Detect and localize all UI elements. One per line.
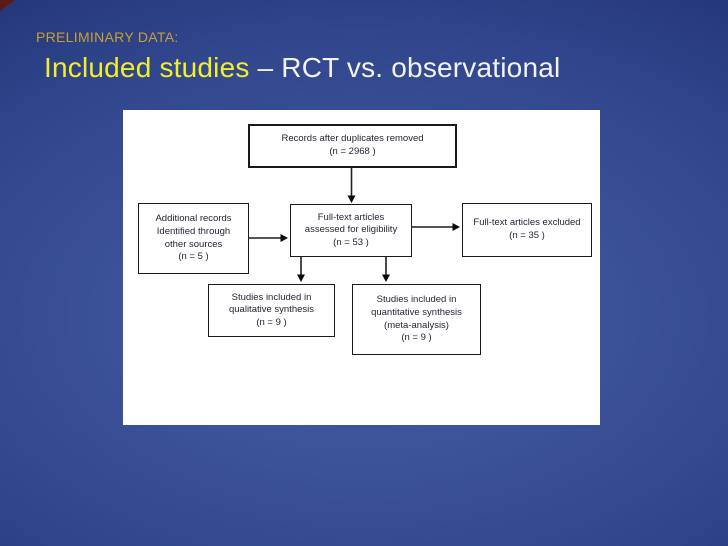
flow-box-text: Records after duplicates removed	[281, 133, 424, 145]
flow-box-qualitative-synthesis: Studies included in qualitative synthesi…	[208, 284, 335, 337]
flow-box-count: (n = 53 )	[333, 236, 369, 248]
flow-box-records-after-duplicates: Records after duplicates removed (n = 29…	[248, 124, 457, 168]
flow-box-text: (meta-analysis)	[384, 319, 449, 331]
flow-box-additional-records: Additional records Identified through ot…	[138, 203, 249, 274]
flow-box-text: Full-text articles excluded	[473, 217, 581, 229]
slide-corner-accent	[0, 0, 15, 11]
flow-box-count: (n = 9 )	[401, 332, 432, 344]
flow-box-count: (n = 5 )	[178, 251, 209, 263]
flow-box-text: Studies included in	[231, 291, 312, 303]
flow-box-count: (n = 2968 )	[329, 146, 376, 157]
flow-box-text: qualitative synthesis	[228, 304, 315, 316]
flow-box-fulltext-assessed: Full-text articles assessed for eligibil…	[290, 204, 412, 257]
flow-box-text: Identified through	[156, 225, 231, 237]
flow-box-text: other sources	[164, 238, 223, 250]
slide-kicker: PRELIMINARY DATA:	[36, 29, 179, 45]
flow-box-text: assessed for eligibility	[304, 224, 398, 236]
flow-box-text: Additional records	[155, 213, 232, 225]
flow-box-count: (n = 35 )	[509, 230, 545, 241]
arrow-down-fulltext-to-qualitative-icon	[297, 257, 305, 282]
slide-title-rest: – RCT vs. observational	[249, 52, 561, 83]
flow-box-text: quantitative synthesis	[371, 306, 462, 318]
arrow-down-records-to-fulltext-icon	[347, 168, 356, 203]
flowchart-panel: Records after duplicates removed (n = 29…	[123, 110, 600, 425]
arrow-right-additional-to-fulltext-icon	[249, 234, 288, 242]
flow-box-fulltext-excluded: Full-text articles excluded (n = 35 )	[462, 203, 592, 257]
arrow-down-fulltext-to-quantitative-icon	[382, 257, 390, 282]
arrow-right-fulltext-to-excluded-icon	[412, 223, 460, 231]
slide-title-highlight: Included studies	[44, 52, 250, 83]
flow-box-text: Full-text articles	[317, 211, 385, 223]
slide-title: Included studies – RCT vs. observational	[44, 52, 560, 84]
flow-box-quantitative-synthesis: Studies included in quantitative synthes…	[352, 284, 481, 355]
flow-box-count: (n = 9 )	[256, 316, 287, 328]
flow-box-text: Studies included in	[376, 294, 457, 306]
